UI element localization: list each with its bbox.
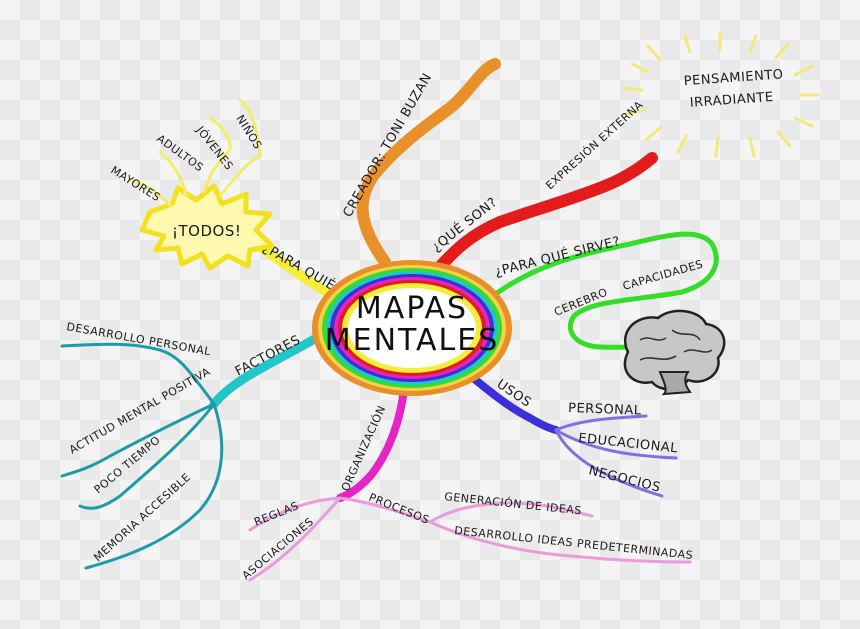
personal-label: PERSONAL bbox=[568, 401, 642, 419]
center-title-line1: MAPAS bbox=[356, 291, 468, 326]
pensamiento-label-1: PENSAMIENTO bbox=[683, 67, 784, 89]
para-que-label: ¿PARA QUÉ SIRVE? bbox=[493, 233, 622, 280]
center-node: MAPAS MENTALES bbox=[312, 260, 512, 396]
usos-sub-branches bbox=[554, 414, 678, 498]
organizacion-sub-branches bbox=[248, 496, 692, 582]
creador-label: CREADOR: TONI BUZAN bbox=[340, 71, 435, 220]
todos-label: ¡TODOS! bbox=[172, 222, 241, 240]
asociaciones-label: ASOCIACIONES bbox=[240, 515, 317, 582]
desarrollo-personal-label: DESARROLLO PERSONAL bbox=[65, 320, 212, 358]
audience-branches bbox=[130, 98, 262, 208]
que-son-branch bbox=[429, 152, 658, 278]
brain-icon bbox=[623, 309, 726, 396]
reglas-label: REGLAS bbox=[252, 499, 300, 529]
center-title-line2: MENTALES bbox=[325, 323, 500, 358]
poco-tiempo-label: POCO TIEMPO bbox=[92, 433, 163, 496]
actitud-label: ACTITUD MENTAL POSITIVA bbox=[67, 365, 213, 457]
generacion-label: GENERACIÓN DE IDEAS bbox=[444, 490, 583, 517]
factores-sub-branches bbox=[60, 342, 224, 570]
factores-branch bbox=[209, 325, 335, 409]
usos-branch bbox=[462, 368, 560, 434]
procesos-label: PROCESOS bbox=[367, 491, 431, 527]
organizacion-branch bbox=[336, 386, 408, 502]
mayores-label: MAYORES bbox=[108, 164, 162, 205]
creador-branch bbox=[356, 58, 501, 268]
ninos-label: NIÑOS bbox=[233, 113, 264, 152]
sun-rays-icon bbox=[622, 32, 820, 158]
para-que-branch bbox=[487, 231, 719, 350]
pensamiento-label-2: IRRADIANTE bbox=[689, 90, 774, 111]
negocios-label: NEGOCIOS bbox=[587, 463, 662, 495]
